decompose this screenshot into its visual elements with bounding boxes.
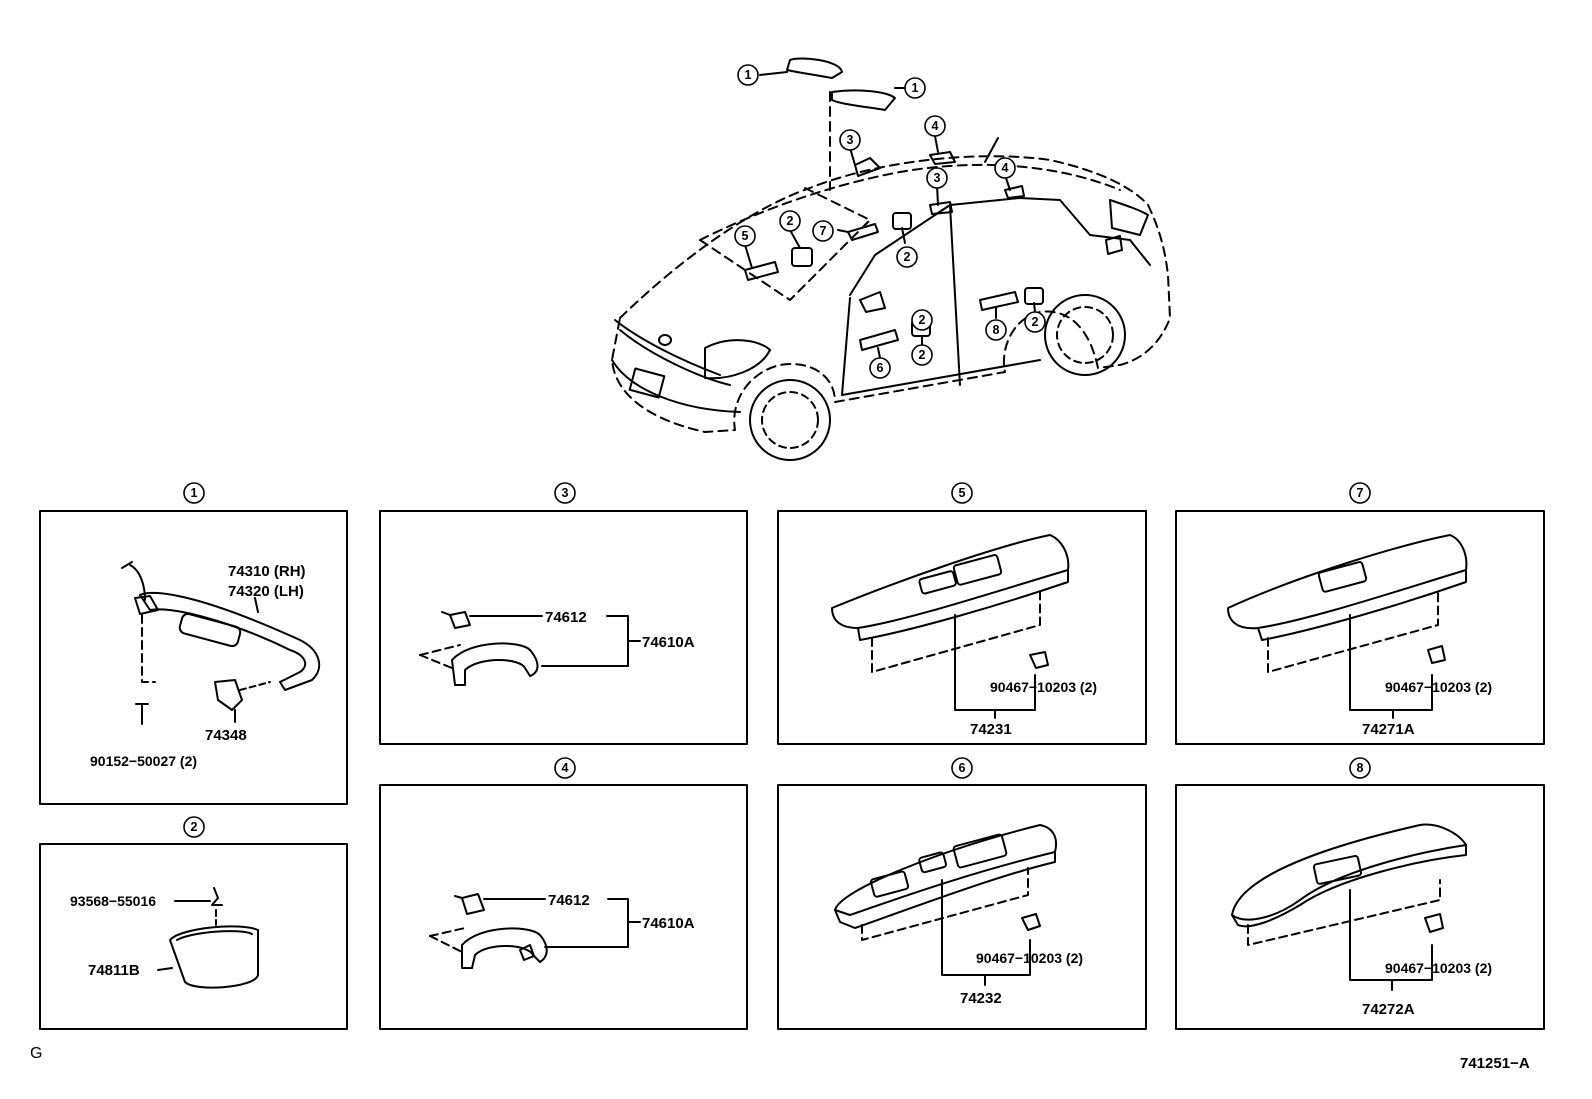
car-callout-4: 4 [924,115,946,137]
svg-text:2: 2 [191,820,198,834]
car-callout-2: 2 [911,344,933,366]
svg-text:8: 8 [1357,761,1364,775]
car-callout-7: 7 [812,220,834,242]
label-90467: 90467−10203 (2) [976,950,1083,966]
footer-left-code: G [30,1045,43,1062]
car-callout-1: 1 [737,64,759,86]
svg-text:2: 2 [904,250,911,264]
svg-text:2: 2 [787,214,794,228]
label-74348: 74348 [205,727,247,744]
svg-text:2: 2 [919,313,926,327]
car-callout-3: 3 [839,129,861,151]
svg-text:1: 1 [912,81,919,95]
car-callout-2: 2 [896,246,918,268]
car-callout-3: 3 [926,167,948,189]
label-90467: 90467−10203 (2) [1385,960,1492,976]
svg-text:3: 3 [934,171,941,185]
panel-header-6: 6 [951,757,973,779]
label-90467: 90467−10203 (2) [1385,679,1492,695]
svg-text:6: 6 [959,761,966,775]
svg-text:4: 4 [932,119,939,133]
car-callout-2: 2 [911,309,933,331]
panel-7-switch-base [1227,534,1468,719]
panel-3-assist-grip [419,611,641,686]
car-overview [611,57,1171,461]
svg-text:7: 7 [820,224,827,238]
car-callout-6: 6 [869,357,891,379]
svg-text:1: 1 [745,68,752,82]
svg-text:3: 3 [562,486,569,500]
label-74271A: 74271A [1362,721,1415,738]
svg-text:8: 8 [993,323,1000,337]
car-callout-5: 5 [734,225,756,247]
svg-text:6: 6 [877,361,884,375]
svg-text:5: 5 [959,486,966,500]
label-74610A: 74610A [642,634,695,651]
panel-5-switch-base [831,534,1070,719]
svg-text:1: 1 [191,486,198,500]
panel-1-sun-visor [121,561,321,725]
panel-4-assist-grip [429,893,641,969]
label-74232: 74232 [960,990,1002,1007]
panel-header-2: 2 [183,816,205,838]
car-callout-8: 8 [985,319,1007,341]
part-labels: 74310 (RH) 74320 (LH) 74348 90152−50027 … [70,563,1492,1018]
car-callouts: 1 1 3 4 3 4 2 7 5 2 2 2 8 6 2 [734,64,1046,379]
label-74310: 74310 (RH) [228,563,306,580]
label-74272A: 74272A [1362,1001,1415,1018]
label-90467: 90467−10203 (2) [990,679,1097,695]
label-74811B: 74811B [88,962,140,979]
footer-diagram-code: 741251−A [1460,1055,1530,1072]
label-93568: 93568−55016 [70,893,156,909]
car-callout-1: 1 [904,77,926,99]
panel-headers: 1 2 3 4 5 6 7 8 [183,482,1371,838]
panel-8-switch-base [1231,823,1467,991]
panel-header-3: 3 [554,482,576,504]
svg-text:5: 5 [742,229,749,243]
car-callout-2: 2 [1024,311,1046,333]
svg-text:7: 7 [1357,486,1364,500]
svg-text:4: 4 [1002,161,1009,175]
svg-text:2: 2 [1032,315,1039,329]
panel-6-switch-base [834,824,1058,986]
car-callout-2: 2 [779,210,801,232]
label-74612: 74612 [545,609,587,626]
panel-header-4: 4 [554,757,576,779]
svg-text:2: 2 [919,348,926,362]
label-74610A: 74610A [642,915,695,932]
car-callout-4: 4 [994,157,1016,179]
svg-text:3: 3 [847,133,854,147]
panel-header-5: 5 [951,482,973,504]
label-74320: 74320 (LH) [228,583,304,600]
panel-header-8: 8 [1349,757,1371,779]
panel-boxes [39,510,1545,1030]
label-90152: 90152−50027 (2) [90,753,197,769]
panel-header-7: 7 [1349,482,1371,504]
panel-header-1: 1 [183,482,205,504]
svg-text:4: 4 [562,761,569,775]
label-74612: 74612 [548,892,590,909]
panel-2-pocket [157,887,259,989]
label-74231: 74231 [970,721,1012,738]
